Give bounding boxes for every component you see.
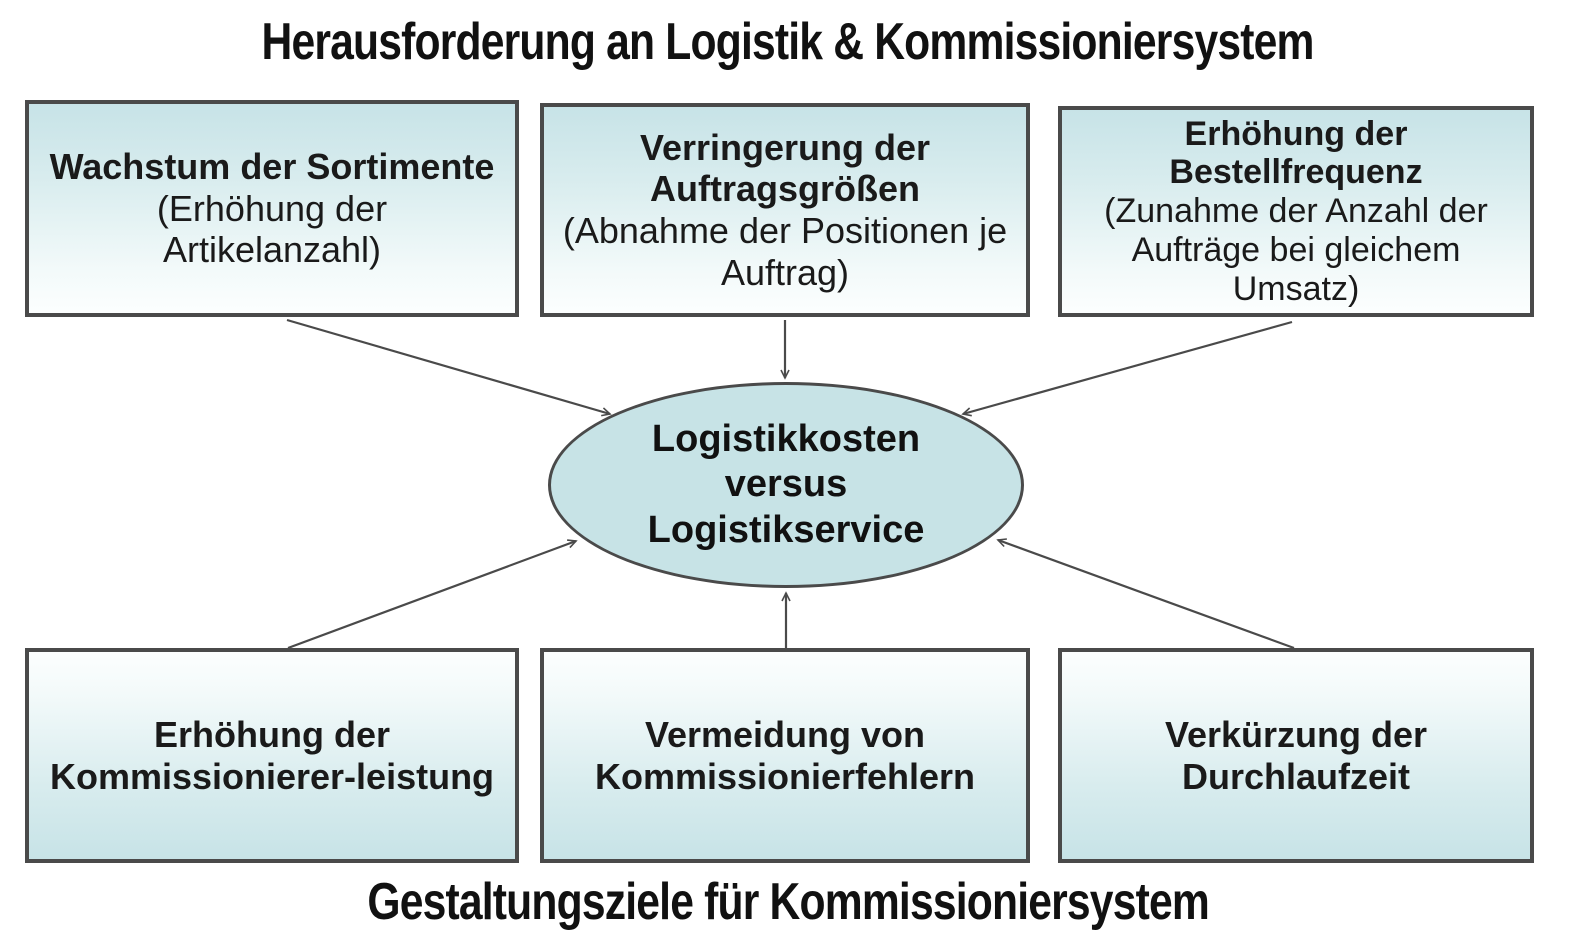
challenge-normal-text: (Abnahme der Positionen je Auftrag) xyxy=(562,210,1008,293)
bottom-title-text: Gestaltungsziele für Kommissioniersystem xyxy=(367,873,1209,931)
top-title: Herausforderung an Logistik & Kommission… xyxy=(0,12,1576,72)
goal-bold-text: Verkürzung der Durchlaufzeit xyxy=(1164,713,1428,797)
arrow-goal3-to-center xyxy=(996,538,1295,650)
center-ellipse-logistikkosten-versus-logistikservice: Logistikkosten versus Logistikservice xyxy=(548,382,1024,588)
goal-box-text: Erhöhung der Kommissionierer-leistung xyxy=(45,714,499,798)
goal-box-text: Verkürzung der Durchlaufzeit xyxy=(1078,714,1514,798)
challenge-box-verringerung-auftragsgroessen: Verringerung der Auftragsgrößen (Abnahme… xyxy=(540,103,1030,317)
challenge-box-erhoehung-bestellfrequenz: Erhöhung der Bestellfrequenz (Zunahme de… xyxy=(1058,106,1534,317)
goal-box-erhoehung-kommissioniererleistung: Erhöhung der Kommissionierer-leistung xyxy=(25,648,519,863)
bottom-title: Gestaltungsziele für Kommissioniersystem xyxy=(0,872,1576,932)
challenge-box-text: Verringerung der Auftragsgrößen (Abnahme… xyxy=(560,127,1010,294)
challenge-box-text: Erhöhung der Bestellfrequenz (Zunahme de… xyxy=(1078,115,1514,309)
challenge-bold-text: Erhöhung der Bestellfrequenz xyxy=(1169,114,1423,192)
challenge-normal-text: (Zunahme der Anzahl der Aufträge bei gle… xyxy=(1104,192,1488,308)
arrow-challenge1-to-center xyxy=(286,318,612,417)
center-ellipse-text: Logistikkosten versus Logistikservice xyxy=(647,417,925,551)
challenge-bold-text: Wachstum der Sortimente xyxy=(49,145,495,187)
arrow-challenge3-to-center xyxy=(961,320,1293,417)
goal-box-verkuerzung-durchlaufzeit: Verkürzung der Durchlaufzeit xyxy=(1058,648,1534,863)
challenge-box-wachstum-der-sortimente: Wachstum der Sortimente (Erhöhung der Ar… xyxy=(25,100,519,317)
goal-bold-text: Vermeidung von Kommissionierfehlern xyxy=(594,713,976,797)
top-title-text: Herausforderung an Logistik & Kommission… xyxy=(261,13,1315,71)
challenge-normal-text: (Erhöhung der Artikelanzahl) xyxy=(156,187,388,271)
arrow-goal1-to-center xyxy=(287,539,578,650)
goal-bold-text: Erhöhung der Kommissionierer-leistung xyxy=(49,713,495,797)
goal-box-text: Vermeidung von Kommissionierfehlern xyxy=(560,714,1010,798)
challenge-bold-text: Verringerung der Auftragsgrößen xyxy=(639,126,931,210)
goal-box-vermeidung-kommissionierfehlern: Vermeidung von Kommissionierfehlern xyxy=(540,648,1030,863)
challenge-box-text: Wachstum der Sortimente (Erhöhung der Ar… xyxy=(45,146,499,271)
